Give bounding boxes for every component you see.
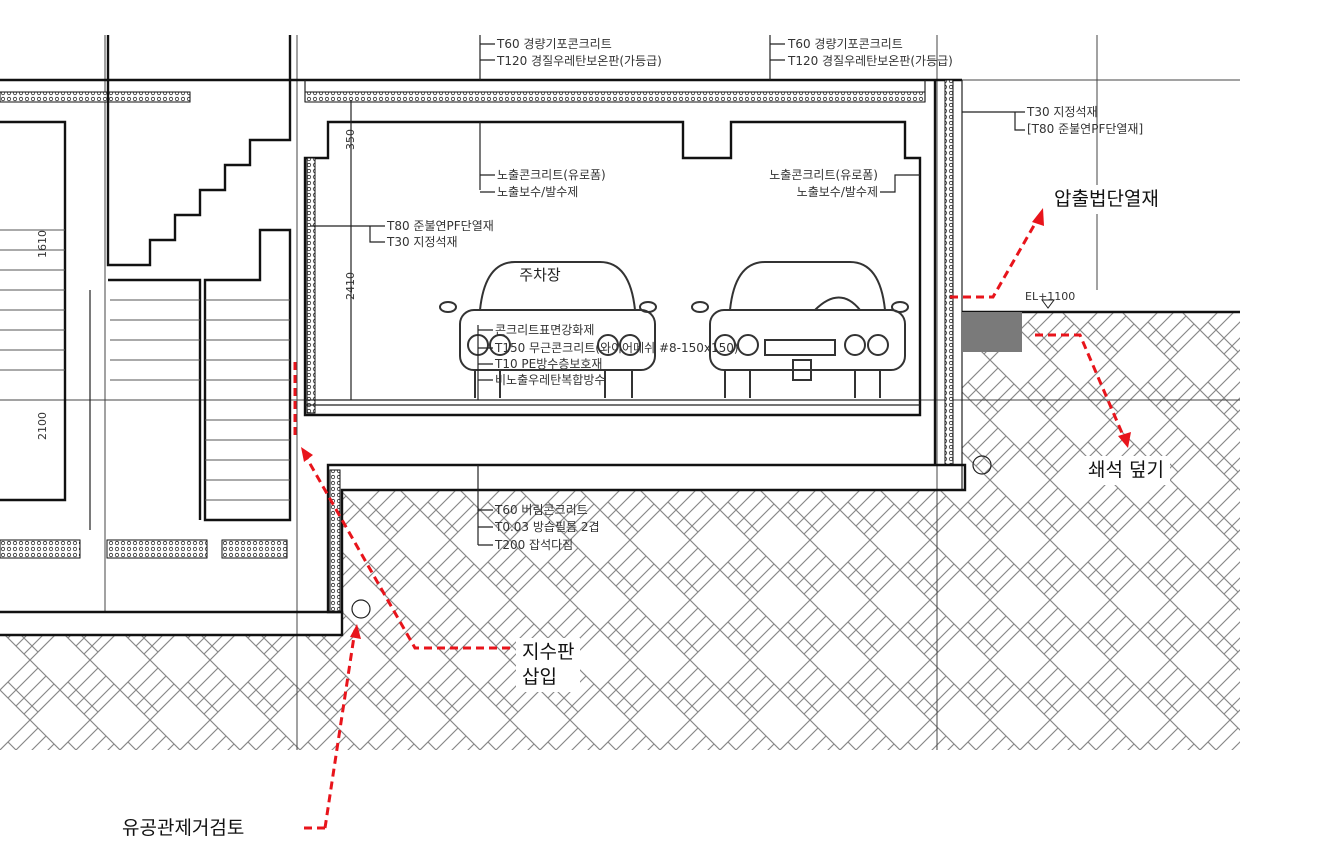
exterior-wall-label: T30 지정석재 — [1026, 105, 1098, 119]
dimension-2410: 2410 — [344, 272, 357, 300]
ceiling-label: 노출보수/발수제 — [497, 185, 578, 199]
annotation-waterstop-line1: 지수판 — [522, 641, 575, 663]
stair — [0, 35, 292, 559]
annotation-gravel-cover: 쇄석 덮기 — [1082, 456, 1170, 485]
wall-label: T80 준불연PF단열재 — [386, 219, 494, 233]
roof-label: T60 경량기포콘크리트 — [496, 37, 612, 51]
annotation-perforated-pipe: 유공관제거검토 — [116, 814, 251, 843]
subfloor-label: T200 잡석다짐 — [494, 538, 573, 552]
drain-pipe-right — [972, 455, 992, 475]
dimension-1610: 1610 — [36, 230, 49, 258]
material-labels: T60 경량기포콘크리트 T120 경질우레탄보온판(가등급) T60 경량기포… — [36, 37, 1143, 552]
annotation-waterstop: 지수판 삽입 — [516, 638, 581, 692]
exterior-wall — [933, 79, 1240, 490]
soil-hatch — [0, 312, 1240, 750]
perforated-pipe — [351, 599, 371, 619]
dimension-350: 350 — [344, 129, 357, 150]
floor-label: 비노출우레탄복합방수 — [495, 373, 605, 387]
exterior-wall-label: [T80 준불연PF단열재] — [1027, 122, 1143, 136]
roof-slab — [0, 78, 962, 103]
floor-slab — [0, 455, 992, 637]
annotation-extruded-insulation: 압출법단열재 — [1048, 185, 1165, 214]
roof-label: T120 경질우레탄보온판(가등급) — [787, 54, 953, 68]
car-left — [439, 261, 657, 398]
roof-label: T120 경질우레탄보온판(가등급) — [496, 54, 662, 68]
subfloor-label: T0.03 방습필름 2겹 — [494, 520, 600, 534]
annotation-waterstop-line2: 삽입 — [522, 666, 557, 688]
parking-room — [303, 120, 922, 417]
ceiling-label: 노출보수/발수제 — [797, 185, 878, 199]
extruded-insulation-block — [962, 312, 1022, 352]
car-right — [691, 261, 909, 398]
elevation-label: EL+1100 — [1025, 290, 1075, 303]
dimension-2100: 2100 — [36, 412, 49, 440]
room-name: 주차장 — [519, 266, 561, 284]
leader-lines — [310, 35, 1025, 546]
floor-label: 콘크리트표면강화제 — [495, 323, 594, 337]
floor-label: T150 무근콘크리트(와이어메쉬 #8-150x150) — [494, 341, 739, 355]
wall-label: T30 지정석재 — [386, 235, 458, 249]
ceiling-label: 노출콘크리트(유로폼) — [497, 168, 606, 182]
floor-label: T10 PE방수층보호재 — [494, 357, 602, 371]
subfloor-label: T60 버림콘크리트 — [494, 503, 588, 517]
roof-label: T60 경량기포콘크리트 — [787, 37, 903, 51]
ceiling-label: 노출콘크리트(유로폼) — [769, 168, 878, 182]
annotation-arrows — [293, 208, 1131, 830]
